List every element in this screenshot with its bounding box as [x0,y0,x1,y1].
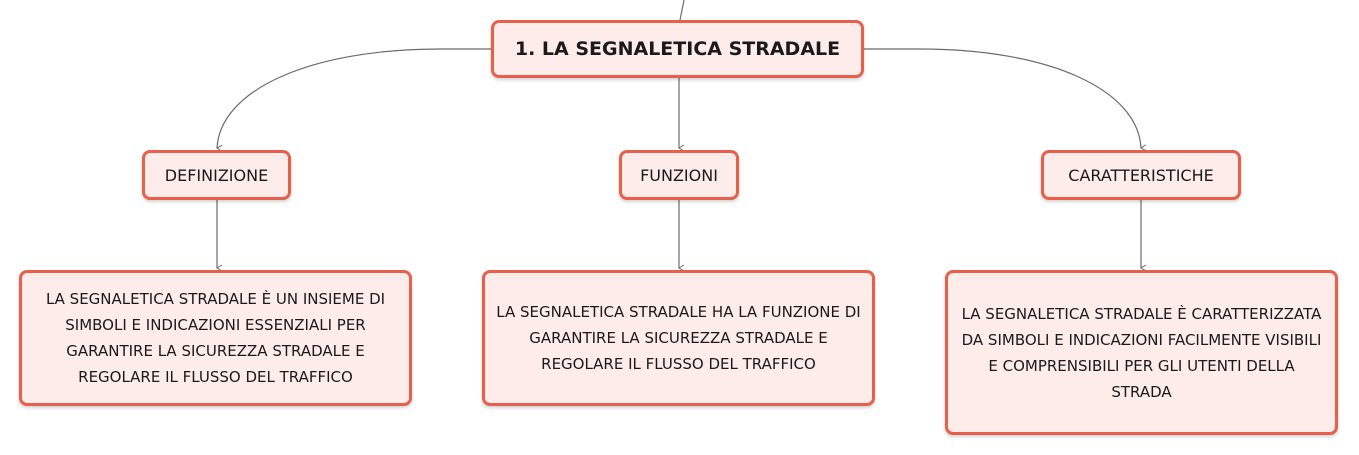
root-topic-label: 1. LA SEGNALETICA STRADALE [514,38,841,60]
description-node-definizione[interactable]: LA SEGNALETICA STRADALE È UN INSIEME DI … [19,270,412,406]
description-text-caratteristiche: LA SEGNALETICA STRADALE È CARATTERIZZATA… [961,304,1322,401]
connector-root-to-caratteristiche [864,48,1147,152]
connector-root-to-definizione [216,48,491,152]
topic-node-funzioni[interactable]: FUNZIONI [619,150,739,200]
topic-node-caratteristiche[interactable]: CARATTERISTICHE [1041,150,1241,200]
root-topic-node[interactable]: 1. LA SEGNALETICA STRADALE [491,20,864,78]
topic-node-definizione[interactable]: DEFINIZIONE [142,150,291,200]
description-node-caratteristiche[interactable]: LA SEGNALETICA STRADALE È CARATTERIZZATA… [945,270,1338,435]
description-node-funzioni[interactable]: LA SEGNALETICA STRADALE HA LA FUNZIONE D… [482,270,875,406]
description-text-definizione: LA SEGNALETICA STRADALE È UN INSIEME DI … [45,290,386,386]
topic-label-funzioni: FUNZIONI [640,165,718,185]
topic-label-definizione: DEFINIZIONE [164,165,269,185]
connector-parent-to-root [679,0,685,21]
description-text-funzioni: LA SEGNALETICA STRADALE HA LA FUNZIONE D… [496,303,861,373]
topic-label-caratteristiche: CARATTERISTICHE [1068,165,1214,185]
